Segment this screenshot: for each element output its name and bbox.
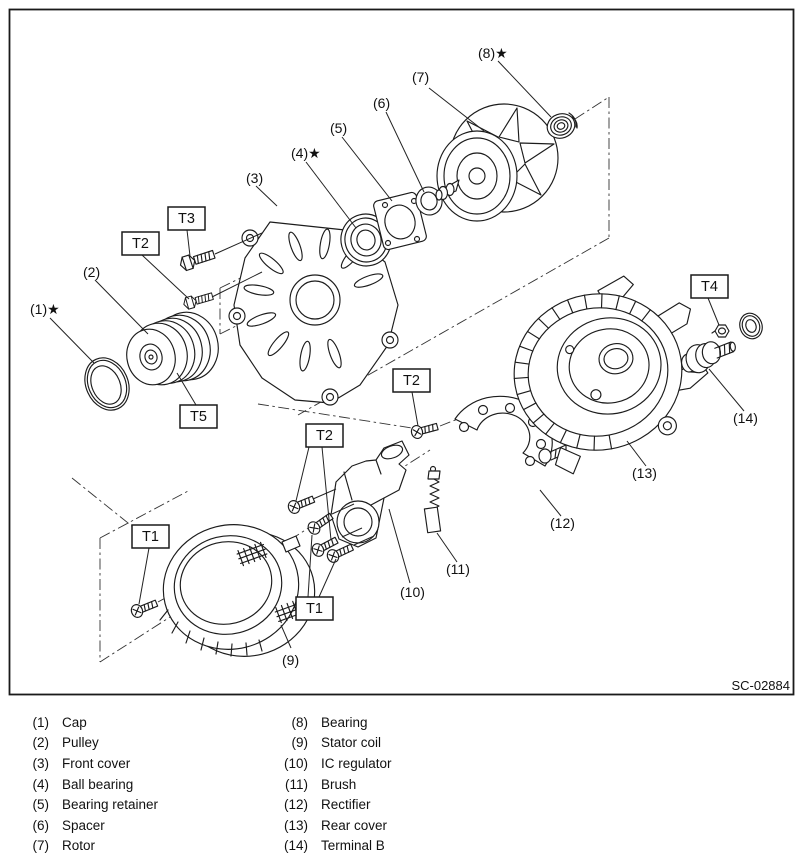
legend-item: (3) Front cover xyxy=(22,753,158,774)
legend-item: (5) Bearing retainer xyxy=(22,794,159,815)
torque-tag-t4: T4 xyxy=(690,274,729,299)
callout-5: (5) xyxy=(330,120,347,136)
legend-item-number: (6) xyxy=(32,817,50,833)
legend-item: (11) Brush xyxy=(281,774,392,795)
leader-lines xyxy=(49,60,745,649)
torque-tag-t3: T3 xyxy=(167,206,206,231)
legend-item-number: (8) xyxy=(291,714,309,730)
part-pulley xyxy=(126,311,219,386)
torque-tag-t5: T5 xyxy=(179,404,218,429)
torque-tag-t2-upper: T2 xyxy=(121,231,160,256)
legend-item-number: (1) xyxy=(32,714,50,730)
tag-label: T3 xyxy=(178,211,195,227)
legend-item: (9) Stator coil xyxy=(281,733,392,754)
legend-item-number: (3) xyxy=(32,755,50,771)
parts-legend-left: (1) Cap (2) Pulley (3) Front cover (4) B… xyxy=(22,712,159,857)
bolt-t2-upper xyxy=(181,289,215,311)
parts-legend-right: (8) Bearing (9) Stator coil (10) IC regu… xyxy=(281,712,392,856)
screw-axis-lines xyxy=(211,232,375,546)
part-front-cover xyxy=(228,221,399,406)
legend-item-number: (5) xyxy=(32,797,50,813)
tag-label: T5 xyxy=(190,409,207,425)
legend-item-label: Cap xyxy=(62,714,87,730)
part-stator-coil xyxy=(159,524,316,657)
torque-tag-t1-mid: T1 xyxy=(295,596,334,621)
legend-item: (6) Spacer xyxy=(22,815,158,836)
legend-item-label: Rotor xyxy=(62,838,96,854)
legend-item-label: Terminal B xyxy=(321,838,385,854)
legend-item-label: Bearing retainer xyxy=(62,797,159,813)
legend-item: (13) Rear cover xyxy=(281,815,392,836)
legend-item: (2) Pulley xyxy=(22,733,158,754)
legend-item: (14) Terminal B xyxy=(281,836,392,857)
legend-item-label: Spacer xyxy=(62,817,105,833)
callout-10: (10) xyxy=(400,584,425,600)
tag-label: T2 xyxy=(403,373,420,389)
part-bearing-retainer xyxy=(373,191,427,251)
screw-t2-right xyxy=(409,419,440,441)
tag-label: T1 xyxy=(142,529,159,545)
torque-tag-t1-left: T1 xyxy=(131,524,170,549)
tag-label: T4 xyxy=(701,279,718,295)
legend-item: (10) IC regulator xyxy=(281,753,392,774)
callout-6: (6) xyxy=(373,95,390,111)
part-terminal-nut xyxy=(711,324,730,338)
legend-item-label: Front cover xyxy=(62,755,131,771)
screw-t2-mid-1 xyxy=(285,492,317,516)
screw-t1-left xyxy=(128,596,160,620)
part-bearing-small xyxy=(546,112,578,139)
legend-item-label: Pulley xyxy=(62,735,99,751)
torque-tag-t2-right: T2 xyxy=(392,368,431,393)
legend-item: (4) Ball bearing xyxy=(22,774,158,795)
tag-label: T1 xyxy=(306,601,323,617)
callout-4: (4)★ xyxy=(291,145,321,161)
callout-13: (13) xyxy=(632,465,657,481)
legend-item-number: (7) xyxy=(32,838,50,854)
part-ic-regulator xyxy=(330,440,410,548)
legend-item-number: (12) xyxy=(283,797,308,813)
part-cap xyxy=(84,357,130,411)
legend-item-number: (9) xyxy=(291,735,309,751)
legend-item-label: Bearing xyxy=(321,714,368,730)
part-terminal-b xyxy=(681,341,736,374)
callout-3: (3) xyxy=(246,170,263,186)
legend-item: (7) Rotor xyxy=(22,836,158,857)
torque-tag-t2-mid: T2 xyxy=(305,423,344,448)
legend-item-label: Rectifier xyxy=(321,797,371,813)
part-terminal-grommet xyxy=(739,312,763,340)
legend-item-label: Stator coil xyxy=(321,735,382,751)
legend-item-number: (4) xyxy=(32,776,50,792)
legend-item-label: Rear cover xyxy=(321,817,388,833)
diagram-svg: T3 T2 T5 T2 T2 T1 T1 T4 (1)★ (2) (3) (4)… xyxy=(8,8,795,696)
callout-9: (9) xyxy=(282,652,299,668)
tag-label: T2 xyxy=(316,428,333,444)
legend-item: (1) Cap xyxy=(22,712,158,733)
callout-7: (7) xyxy=(412,69,429,85)
legend-item-label: IC regulator xyxy=(321,755,392,771)
legend-item-label: Brush xyxy=(321,776,357,792)
callout-1: (1)★ xyxy=(30,301,60,317)
part-rear-cover xyxy=(513,275,709,475)
callout-8: (8)★ xyxy=(478,45,508,61)
legend-item-number: (10) xyxy=(283,755,308,771)
callout-12: (12) xyxy=(550,515,575,531)
legend-item-number: (14) xyxy=(283,838,308,854)
callout-14: (14) xyxy=(733,410,758,426)
legend-item-number: (11) xyxy=(284,776,308,792)
tag-label: T2 xyxy=(132,236,149,252)
bolt-t3 xyxy=(177,247,217,273)
legend-item-number: (13) xyxy=(283,817,308,833)
part-callouts: (1)★ (2) (3) (4)★ (5) (6) (7) (8)★ (9) (… xyxy=(30,45,758,668)
exploded-view-diagram: T3 T2 T5 T2 T2 T1 T1 T4 (1)★ (2) (3) (4)… xyxy=(8,8,795,696)
legend-item: (8) Bearing xyxy=(281,712,392,733)
figure-code: SC-02884 xyxy=(731,678,790,693)
legend-item-label: Ball bearing xyxy=(62,776,134,792)
callout-2: (2) xyxy=(83,264,100,280)
legend-item-number: (2) xyxy=(32,735,50,751)
part-rotor xyxy=(435,103,559,222)
part-brush xyxy=(423,465,442,534)
callout-11: (11) xyxy=(446,561,470,577)
legend-item: (12) Rectifier xyxy=(281,794,392,815)
diagram-frame xyxy=(8,8,795,696)
